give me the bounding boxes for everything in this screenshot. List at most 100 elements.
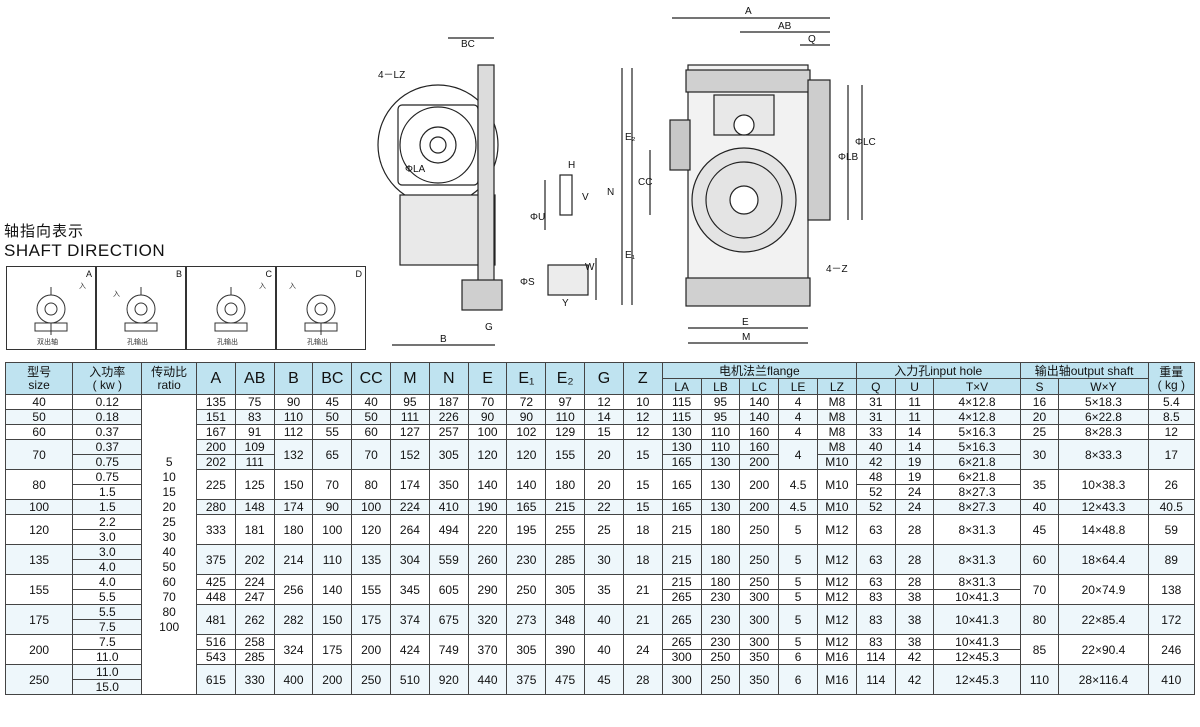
cell-a: 225 xyxy=(195,469,236,500)
cell-q: 52 xyxy=(855,484,896,500)
header-tv: T×V xyxy=(933,378,1021,395)
cell-e: 260 xyxy=(467,544,508,575)
cell-e: 100 xyxy=(467,424,508,440)
cell-la: 115 xyxy=(661,409,702,425)
cell-a: 615 xyxy=(195,664,236,695)
header-z: Z xyxy=(622,362,663,395)
cell-le: 4.5 xyxy=(778,469,818,500)
header-input-group: 入力孔input hole xyxy=(855,362,1021,379)
cell-e2: 129 xyxy=(545,424,586,440)
cell-lc: 250 xyxy=(739,544,780,575)
cell-lb: 130 xyxy=(700,454,741,470)
cell-e2: 155 xyxy=(545,439,586,470)
cell-u: 11 xyxy=(894,394,935,410)
ratio-value: 60 xyxy=(162,574,176,589)
cell-e1: 165 xyxy=(506,499,547,515)
cell-b: 110 xyxy=(273,409,314,425)
cell-lc: 200 xyxy=(739,499,780,515)
cell-n: 920 xyxy=(428,664,469,695)
cell-m: 127 xyxy=(390,424,430,440)
cell-lz: M12 xyxy=(816,634,857,650)
cell-lb: 250 xyxy=(700,649,741,665)
cell-a: 481 xyxy=(195,604,236,635)
table-row: 15.0 xyxy=(6,679,1195,695)
cell-u: 24 xyxy=(894,484,935,500)
direction-sub-label: 孔输出 xyxy=(217,339,238,346)
cell-bc: 55 xyxy=(312,424,353,440)
cell-lb: 95 xyxy=(700,409,741,425)
cell-wy: 14×48.8 xyxy=(1058,514,1149,545)
cell-a: 151 xyxy=(195,409,236,425)
cell-lb: 180 xyxy=(700,514,741,545)
cell-bc: 110 xyxy=(312,544,353,575)
cell-la: 215 xyxy=(661,544,702,575)
direction-letter: A xyxy=(85,269,92,279)
cell-lc: 350 xyxy=(739,649,780,665)
cell-q: 52 xyxy=(855,499,896,515)
dim-label-v: V xyxy=(582,192,589,203)
cell-e2: 215 xyxy=(545,499,586,515)
cell-tv: 10×41.3 xyxy=(933,604,1021,635)
cell-le: 5 xyxy=(778,589,818,605)
cell-s: 20 xyxy=(1019,409,1060,425)
cell-e: 320 xyxy=(467,604,508,635)
cell-ab: 224 xyxy=(234,574,275,590)
cell-power: 11.0 xyxy=(72,649,143,665)
ratio-value: 15 xyxy=(162,484,176,499)
cell-size: 60 xyxy=(4,424,74,440)
cell-size: 200 xyxy=(4,634,74,665)
ratio-value: 80 xyxy=(162,604,176,619)
cell-la: 215 xyxy=(661,574,702,590)
cell-la: 300 xyxy=(661,649,702,665)
cell-e: 220 xyxy=(467,514,508,545)
cell-cc: 50 xyxy=(351,409,392,425)
cell-tv: 4×12.8 xyxy=(933,409,1021,425)
cell-s: 60 xyxy=(1019,544,1060,575)
cell-ab: 91 xyxy=(234,424,275,440)
direction-sub-label: 双出轴 xyxy=(37,339,58,346)
cell-lz: M8 xyxy=(816,439,857,455)
cell-e1: 230 xyxy=(506,544,547,575)
dim-label-m: M xyxy=(742,332,750,343)
dim-label-h: H xyxy=(568,160,575,171)
cell-bc: 200 xyxy=(312,664,353,695)
cell-size: 175 xyxy=(4,604,74,635)
cell-m: 174 xyxy=(390,469,430,500)
ratio-value: 100 xyxy=(159,619,180,634)
cell-s: 85 xyxy=(1019,634,1060,665)
cell-la: 165 xyxy=(661,454,702,470)
cell-power: 5.5 xyxy=(72,589,143,605)
cell-power: 2.2 xyxy=(72,514,143,530)
cell-e1: 140 xyxy=(506,469,547,500)
header-cc: CC xyxy=(351,362,392,395)
header-lz: LZ xyxy=(816,378,857,395)
cell-g: 15 xyxy=(584,424,624,440)
dim-label-a: A xyxy=(745,6,752,17)
dim-label-lc: ΦLC xyxy=(855,137,876,148)
cell-tv: 5×16.3 xyxy=(933,439,1021,455)
cell-n: 257 xyxy=(428,424,469,440)
cell-a: 135 xyxy=(195,394,236,410)
cell-tv: 10×41.3 xyxy=(933,589,1021,605)
header-b: B xyxy=(273,362,314,395)
cell-lz: M10 xyxy=(816,469,857,500)
header-e2: E₂ xyxy=(545,362,586,395)
cell-e1: 102 xyxy=(506,424,547,440)
cell-m: 374 xyxy=(390,604,430,635)
cell-tv: 6×21.8 xyxy=(933,469,1021,485)
cell-le: 5 xyxy=(778,514,818,545)
cell-q: 48 xyxy=(855,469,896,485)
ratio-value: 10 xyxy=(162,469,176,484)
header-wy: W×Y xyxy=(1058,378,1149,395)
cell-n: 350 xyxy=(428,469,469,500)
cell-u: 14 xyxy=(894,424,935,440)
cell-wy: 20×74.9 xyxy=(1058,574,1149,605)
direction-tag: 入 xyxy=(113,291,120,298)
cell-n: 749 xyxy=(428,634,469,665)
shaft-direction-title-cn: 轴指向表示 xyxy=(4,223,85,240)
header-lc: LC xyxy=(739,378,780,395)
cell-power: 4.0 xyxy=(72,559,143,575)
